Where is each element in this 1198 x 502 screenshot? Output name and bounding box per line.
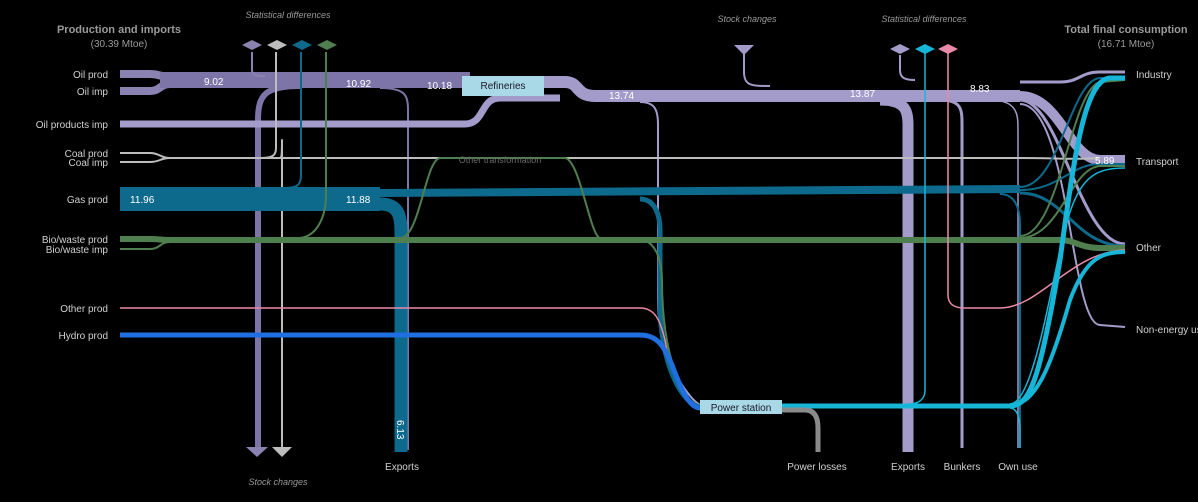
value-label: 11.88: [346, 195, 371, 206]
exports-label-1: Exports: [385, 462, 419, 473]
crude-stock-change-flow: [255, 83, 301, 452]
value-label: 13.74: [609, 91, 634, 102]
stat-diff-label-1: Statistical differences: [245, 10, 331, 20]
crude-exports-flow: [379, 87, 409, 450]
bio-stat-diff: [299, 52, 327, 239]
refineries-node: [462, 76, 544, 96]
oil-products-exports: [879, 94, 914, 452]
stock-changes-label-top: Stock changes: [717, 14, 777, 24]
value-label: 10.92: [346, 79, 371, 90]
refineries-label: Refineries: [480, 81, 525, 92]
sink-transport: Transport: [1136, 157, 1179, 168]
oil-to-non-energy: [1019, 103, 1126, 328]
oil-stat-diff-line: [251, 52, 266, 77]
source-oil-prod: Oil prod: [73, 70, 108, 81]
coal-stock-change: [279, 139, 283, 452]
gas-own-use: [999, 193, 1021, 448]
oil-products-imp-flow: [120, 94, 560, 128]
gas-stat-diff-marker: [292, 40, 312, 50]
other-stat-diff-marker: [938, 44, 958, 54]
oil-to-industry: [1020, 70, 1125, 84]
stock-change-marker-top: [734, 45, 754, 55]
coal-stat-diff: [259, 52, 277, 159]
hydro-prod-flow: [120, 332, 701, 411]
sink-non-energy: Non-energy use: [1136, 325, 1198, 336]
refinery-output-flow: [543, 76, 1020, 102]
other-stat-diff: [947, 52, 1126, 309]
source-coal-prod: Coal prod: [65, 149, 108, 160]
oil-products-bunkers: [939, 98, 964, 448]
bio-imp-flow: [120, 241, 171, 250]
electricity-to-transport: [1009, 167, 1126, 405]
source-other-prod: Other prod: [60, 304, 108, 315]
source-hydro-prod: Hydro prod: [59, 331, 108, 342]
source-oil-products-imp: Oil products imp: [36, 120, 109, 131]
oil-products-stat-diff-marker: [890, 44, 910, 54]
bio-other-transformation: [399, 157, 601, 239]
stock-changes-label-bottom: Stock changes: [248, 477, 308, 487]
gas-exports-flow: [379, 197, 408, 452]
value-label: 13.87: [850, 89, 875, 100]
electricity-own-use: [1009, 407, 1021, 448]
bio-to-power: [639, 239, 701, 408]
source-coal-imp: Coal imp: [69, 158, 109, 169]
value-label: 11.96: [130, 195, 155, 206]
gas-to-other: [1019, 191, 1126, 248]
gas-stat-diff: [284, 52, 302, 189]
gas-to-industry: [1019, 77, 1125, 188]
electricity-to-other: [1009, 250, 1126, 407]
electricity-stat-diff-marker: [915, 44, 935, 54]
bunkers-label: Bunkers: [944, 462, 981, 473]
left-subtitle: (30.39 Mtoe): [91, 39, 148, 50]
exports-label-2: Exports: [891, 462, 925, 473]
other-prod-flow: [120, 307, 701, 409]
source-oil-imp: Oil imp: [77, 87, 109, 98]
sink-industry: Industry: [1136, 70, 1172, 81]
gas-to-power: [639, 196, 701, 410]
source-gas-prod: Gas prod: [67, 195, 108, 206]
oil-products-stat-diff-line: [899, 55, 916, 81]
value-label: 9.02: [204, 77, 224, 88]
oil-to-transport: [1019, 91, 1125, 165]
crude-stock-change-marker: [246, 447, 268, 457]
other-transformation-label: Other transformation: [459, 155, 542, 165]
source-bio-prod: Bio/waste prod: [42, 235, 108, 246]
source-bio-imp: Bio/waste imp: [46, 245, 109, 256]
bio-prod-flow: [120, 236, 1060, 243]
value-label: 5.89: [1095, 156, 1115, 167]
bio-to-industry: [1019, 79, 1126, 237]
oil-stat-diff-marker: [242, 40, 262, 50]
power-losses-flow: [780, 407, 821, 452]
gas-main-flow: [379, 185, 1021, 197]
value-label: 8.83: [970, 84, 990, 95]
coal-stat-diff-marker: [267, 40, 287, 50]
gas-to-transport: [1019, 163, 1125, 191]
power-losses-label: Power losses: [787, 462, 846, 473]
left-title: Production and imports: [57, 24, 181, 36]
oil-products-own-use: [989, 99, 1019, 448]
right-title: Total final consumption: [1064, 24, 1188, 36]
coal-prod-flow: [120, 152, 171, 159]
coal-stock-change-marker: [272, 447, 292, 457]
power-station-label: Power station: [711, 403, 772, 414]
power-station-node: [700, 400, 782, 414]
stat-diff-label-2: Statistical differences: [881, 14, 967, 24]
value-label: 10.18: [427, 81, 452, 92]
right-subtitle: (16.71 Mtoe): [1098, 39, 1155, 50]
sink-other: Other: [1136, 243, 1162, 254]
electricity-stat-diff: [907, 52, 926, 405]
own-use-label: Own use: [998, 462, 1038, 473]
value-label: 6.13: [394, 420, 405, 440]
bio-stat-diff-marker: [317, 40, 337, 50]
oil-stock-change-in: [743, 52, 771, 87]
electricity-to-industry: [1009, 75, 1125, 409]
